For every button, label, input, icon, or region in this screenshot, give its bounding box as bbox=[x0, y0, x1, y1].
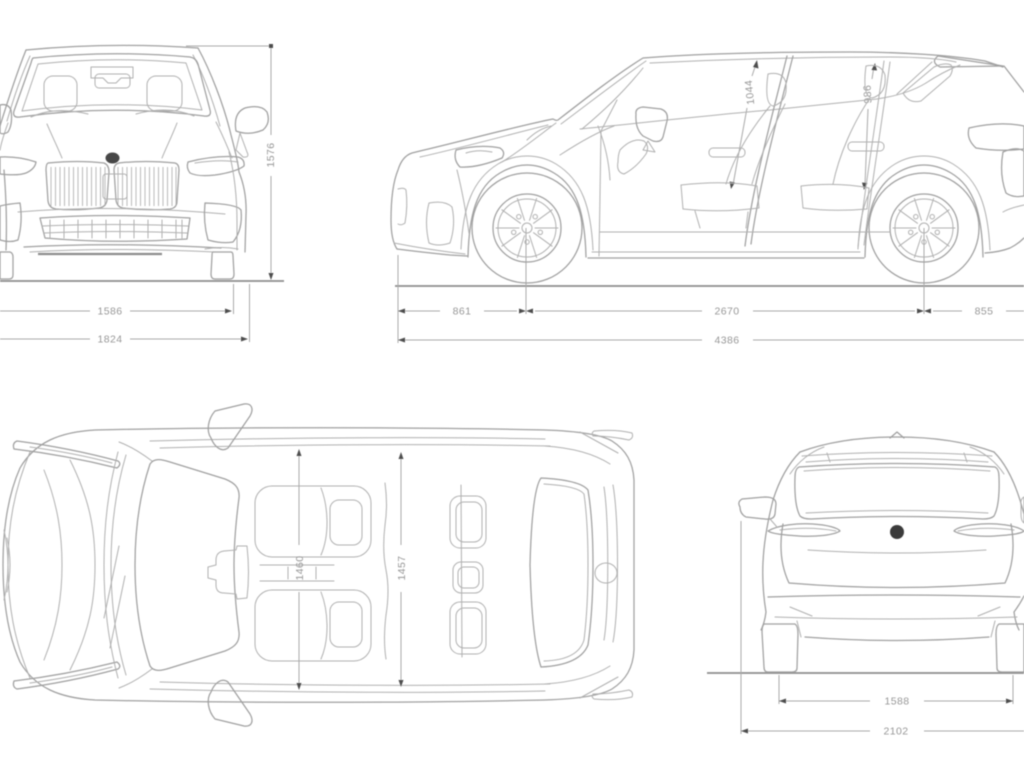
svg-text:1044: 1044 bbox=[743, 79, 758, 105]
svg-text:855: 855 bbox=[975, 306, 994, 318]
svg-text:2102: 2102 bbox=[884, 726, 909, 738]
svg-text:1588: 1588 bbox=[885, 696, 910, 708]
svg-text:2670: 2670 bbox=[715, 306, 740, 318]
svg-text:4386: 4386 bbox=[715, 335, 740, 347]
svg-text:1460: 1460 bbox=[294, 556, 306, 581]
svg-text:861: 861 bbox=[453, 306, 472, 318]
svg-text:1824: 1824 bbox=[98, 334, 123, 346]
svg-text:1586: 1586 bbox=[98, 306, 123, 318]
svg-text:1576: 1576 bbox=[265, 143, 277, 168]
svg-text:1457: 1457 bbox=[396, 556, 408, 581]
svg-text:986: 986 bbox=[862, 84, 875, 103]
